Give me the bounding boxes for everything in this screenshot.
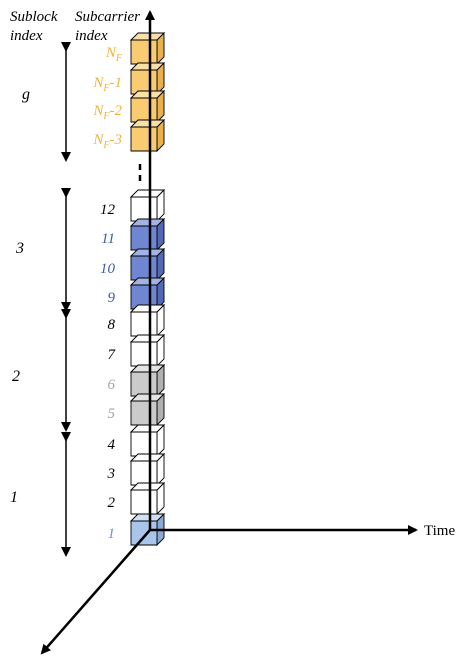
subcarrier-cube-5 <box>129 392 166 427</box>
subcarrier-cube-nf-3 <box>129 118 166 153</box>
subcarrier-cube-2 <box>129 481 166 516</box>
subcarrier-cube-7 <box>129 333 166 368</box>
subcarrier-cube-9 <box>129 276 166 311</box>
cube-front-face <box>130 196 158 222</box>
subcarrier-cube-nf-1 <box>129 61 166 96</box>
subcarrier-header-line2: index <box>75 28 108 44</box>
cube-front-face <box>130 431 158 457</box>
cube-front-face <box>130 371 158 397</box>
cube-front-face <box>130 97 158 123</box>
cube-front-face <box>130 225 158 251</box>
cube-front-face <box>130 255 158 281</box>
cube-front-face <box>130 400 158 426</box>
subcarrier-cube-nf <box>129 31 166 66</box>
subcarrier-labels: NF NF-1NF-2NF-3 12 11 10 9 8 7 6 5 4 3 2 1 <box>92 45 123 542</box>
depth-axis <box>40 529 151 655</box>
subcarrier-label-1: 1 <box>108 526 116 542</box>
cube-front-face <box>130 39 158 65</box>
subcarrier-label-5: 5 <box>108 406 116 422</box>
subcarrier-label-4: 4 <box>108 437 116 453</box>
subcarrier-cube-12 <box>129 188 166 223</box>
subcarrier-label-8: 8 <box>108 317 116 333</box>
subcarrier-cube-11 <box>129 217 166 252</box>
cube-front-face <box>130 311 158 337</box>
cube-front-face <box>130 460 158 486</box>
subcarrier-stack <box>129 31 166 547</box>
subcarrier-label-9: 9 <box>108 290 116 306</box>
subcarrier-cube-10 <box>129 247 166 282</box>
subcarrier-label-3: 3 <box>107 466 116 482</box>
subcarrier-header-line1: Subcarrier <box>75 9 140 25</box>
sublock-header-line1: Sublock <box>10 9 58 25</box>
sublock-header-line2: index <box>10 28 43 44</box>
subcarrier-label-nf: NF <box>105 45 123 64</box>
cube-front-face <box>130 520 158 546</box>
sublock-label-1: 1 <box>10 489 18 506</box>
cube-front-face <box>130 126 158 152</box>
subcarrier-label-6: 6 <box>108 377 116 393</box>
subcarrier-cube-3 <box>129 452 166 487</box>
time-axis-label: Time <box>424 523 455 539</box>
subcarrier-label-12: 12 <box>100 202 116 218</box>
cube-front-face <box>130 341 158 367</box>
subcarrier-cube-8 <box>129 303 166 338</box>
subcarrier-label-nf-1: NF-1 <box>92 75 122 94</box>
subcarrier-label-7: 7 <box>108 347 117 363</box>
cube-front-face <box>130 69 158 95</box>
subcarrier-cube-6 <box>129 363 166 398</box>
sublock-label-2: 2 <box>12 368 20 385</box>
sublock-label-3: 3 <box>15 240 24 257</box>
subcarrier-label-11: 11 <box>101 231 115 247</box>
sublock-label-g: g <box>22 86 30 103</box>
subcarrier-label-10: 10 <box>100 261 116 277</box>
subcarrier-cube-nf-2 <box>129 89 166 124</box>
subcarrier-label-2: 2 <box>108 495 116 511</box>
subcarrier-cube-4 <box>129 423 166 458</box>
cube-front-face <box>130 489 158 515</box>
subcarrier-label-nf-2: NF-2 <box>92 103 122 122</box>
subcarrier-label-nf-3: NF-3 <box>92 132 122 151</box>
